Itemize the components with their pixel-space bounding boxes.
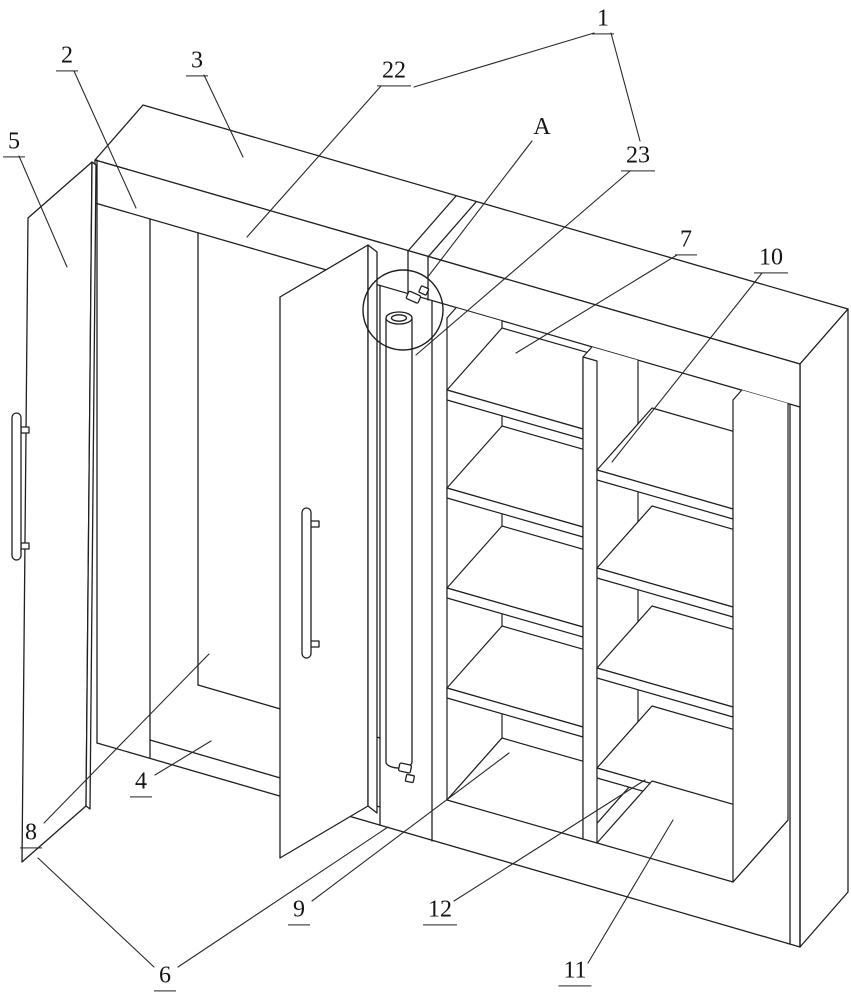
detail-circle-A	[362, 269, 444, 351]
ref-label-9: 9	[288, 896, 310, 926]
ref-label-10-text: 10	[754, 245, 788, 274]
hinge-rod-top-bracket	[405, 290, 422, 304]
ref-label-5: 5	[3, 128, 25, 158]
ref-label-11-text: 11	[558, 958, 592, 987]
hinge-rod	[385, 285, 430, 784]
ref-label-4: 4	[130, 768, 152, 798]
ref-label-A-text: A	[533, 113, 551, 140]
ref-label-10: 10	[754, 244, 788, 274]
ref-label-1-text: 1	[592, 6, 614, 35]
left-door-handle-stub-top	[20, 426, 30, 434]
ref-label-6-text: 6	[154, 963, 176, 992]
ref-label-2-text: 2	[56, 43, 78, 72]
top-joint-slant-left	[407, 195, 457, 252]
left-door-edge	[85, 161, 97, 810]
top-joint-slant-right	[427, 201, 477, 258]
leader-1-right	[610, 32, 641, 142]
ref-label-2: 2	[56, 42, 78, 72]
leader-11	[587, 819, 674, 964]
left-door-handle	[11, 412, 22, 561]
ref-label-3: 3	[186, 47, 208, 77]
cabinet-right-side-face	[799, 308, 849, 948]
hinge-rod-top-bore	[390, 314, 408, 322]
leader-9	[311, 752, 510, 902]
ref-label-1: 1	[592, 5, 614, 35]
ref-label-8: 8	[20, 819, 42, 849]
ref-label-A: A	[528, 114, 555, 142]
leader-3	[203, 74, 244, 158]
hinge-rod-top-clip	[418, 285, 430, 296]
leader-2	[73, 70, 137, 209]
leader-lines	[18, 32, 763, 968]
ref-label-7: 7	[675, 226, 697, 256]
left-door-panel	[21, 161, 93, 863]
ref-label-22-text: 22	[377, 58, 411, 87]
ref-label-8-text: 8	[20, 820, 42, 849]
middle-door	[279, 244, 378, 859]
ref-label-7-text: 7	[675, 227, 697, 256]
ref-label-6: 6	[154, 962, 176, 992]
leader-6-left	[37, 857, 155, 968]
ref-label-5-text: 5	[3, 129, 25, 158]
leader-4	[154, 740, 212, 776]
ref-label-23-text: 23	[621, 143, 655, 172]
middle-door-handle	[301, 507, 312, 659]
leader-5	[18, 155, 68, 268]
front-frame-lines	[149, 195, 791, 945]
hinge-rod-bottom-clip	[404, 773, 416, 784]
leader-8	[43, 653, 210, 824]
left-door-handle-stub-bottom	[20, 542, 30, 550]
hinge-rod-bottom-bracket	[397, 762, 413, 774]
ref-label-12-text: 12	[423, 897, 457, 926]
shelf-right-wall	[732, 337, 789, 883]
ref-label-11: 11	[558, 957, 592, 987]
shelf-unit	[446, 301, 789, 883]
hinge-rod-top-rim	[385, 311, 413, 325]
ref-label-23: 23	[621, 142, 655, 172]
ref-label-12: 12	[423, 896, 457, 926]
left-door	[11, 161, 97, 863]
ref-label-4-text: 4	[130, 769, 152, 798]
leader-23	[415, 170, 631, 356]
leader-A	[426, 140, 533, 279]
shelf-middle-divider-front	[582, 356, 598, 844]
leader-7	[515, 254, 678, 354]
ref-label-22: 22	[377, 57, 411, 87]
ref-label-3-text: 3	[186, 48, 208, 77]
hinge-rod-body	[385, 318, 413, 769]
cabinet-bottom-front-edge	[96, 742, 801, 948]
ref-label-9-text: 9	[288, 897, 310, 926]
leader-10	[611, 272, 763, 463]
leader-22	[246, 85, 382, 238]
leader-12	[453, 779, 646, 902]
leader-6-right	[177, 826, 389, 968]
cabinet-carcass	[94, 104, 849, 948]
leader-1-left	[413, 32, 595, 88]
middle-door-panel	[279, 244, 369, 859]
middle-door-edge	[367, 244, 378, 814]
